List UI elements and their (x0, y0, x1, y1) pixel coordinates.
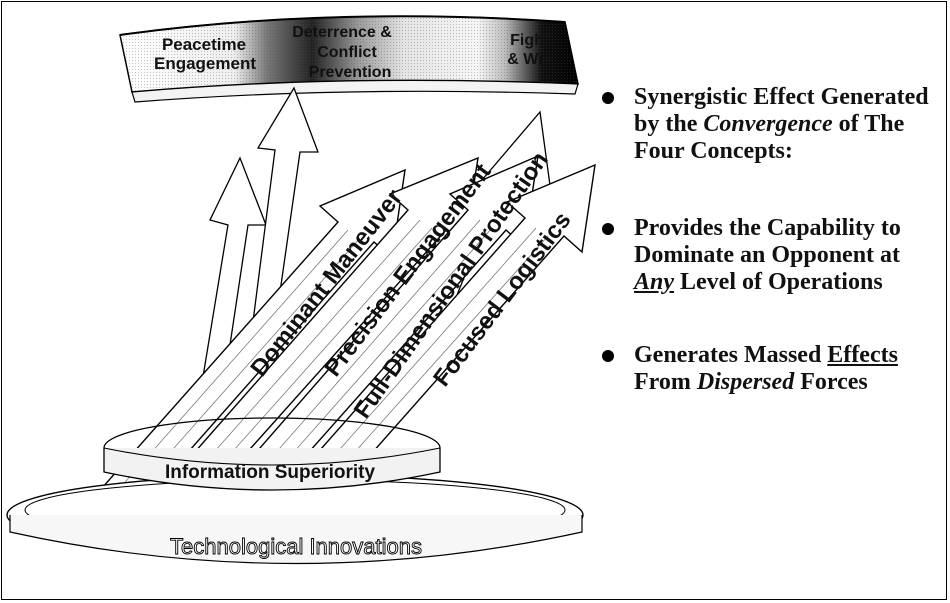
bullet1-text-post: of The Four Concepts: (634, 111, 905, 164)
banner-seg2-line1: Deterrence & (292, 24, 392, 41)
bullet3-text-pre: Generates Massed (634, 342, 828, 368)
banner-seg1-line2: Engagement (154, 54, 256, 73)
operations-banner (119, 15, 579, 103)
bullet-provides-capability: Provides the Capability to Dominate an O… (600, 215, 945, 296)
ring-label-technological-innovations: Technological Innovations (170, 534, 422, 559)
bullet3-text-mid: From (634, 369, 697, 395)
banner-seg3-line1: Figh (510, 32, 544, 49)
concept-arrows (76, 154, 596, 541)
bullet-list: Synergistic Effect Generated by the Conv… (600, 84, 945, 396)
banner-seg1-line1: Peacetime (162, 35, 246, 54)
bullet2-text-em: Any (634, 269, 675, 295)
bullet-dot-icon (602, 223, 614, 235)
bullet1-text-em: Convergence (703, 111, 833, 137)
banner-seg2-line2: Conflict (317, 44, 377, 61)
bullet3-text-em: Dispersed (696, 369, 795, 395)
ring-label-information-superiority: Information Superiority (165, 462, 376, 483)
bullet1-text-pre: Synergistic Effect Generated by the (634, 84, 929, 137)
bullet-dot-icon (602, 350, 614, 362)
bullet-synergistic-effect: Synergistic Effect Generated by the Conv… (600, 84, 945, 165)
bullet2-text-post: Level of Operations (674, 269, 883, 295)
information-superiority-ring (103, 417, 441, 491)
banner-seg2-line3: Prevention (309, 64, 392, 81)
bullet2-text-pre: Provides the Capability to Dominate an O… (634, 215, 901, 268)
banner-seg3-line2: & Wi (507, 51, 542, 68)
bullet-dot-icon (602, 92, 614, 104)
bullet-generates-massed-effects: Generates Massed Effects From Dispersed … (600, 342, 945, 396)
bullet3-text-post: Forces (794, 369, 868, 395)
technological-innovations-ring (6, 474, 584, 565)
bullet3-text-underlined: Effects (827, 342, 898, 368)
